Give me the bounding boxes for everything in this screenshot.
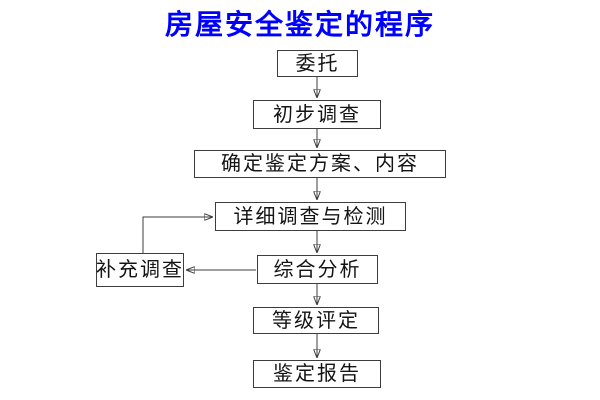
flow-node-appraisal-report: 鉴定报告 [253,360,381,388]
flow-node-detailed-survey: 详细调查与检测 [215,202,406,231]
flow-node-commission: 委托 [277,50,358,77]
flow-node-grade-evaluation: 等级评定 [253,307,379,334]
flow-node-supplementary-survey: 补充调查 [96,253,184,287]
flow-node-define-plan: 确定鉴定方案、内容 [194,150,446,178]
flow-node-preliminary-survey: 初步调查 [253,100,381,129]
arrow-supplementary-to-detailed [142,217,213,253]
flow-node-comprehensive-analysis: 综合分析 [257,255,378,284]
diagram-title: 房屋安全鉴定的程序 [164,10,435,41]
